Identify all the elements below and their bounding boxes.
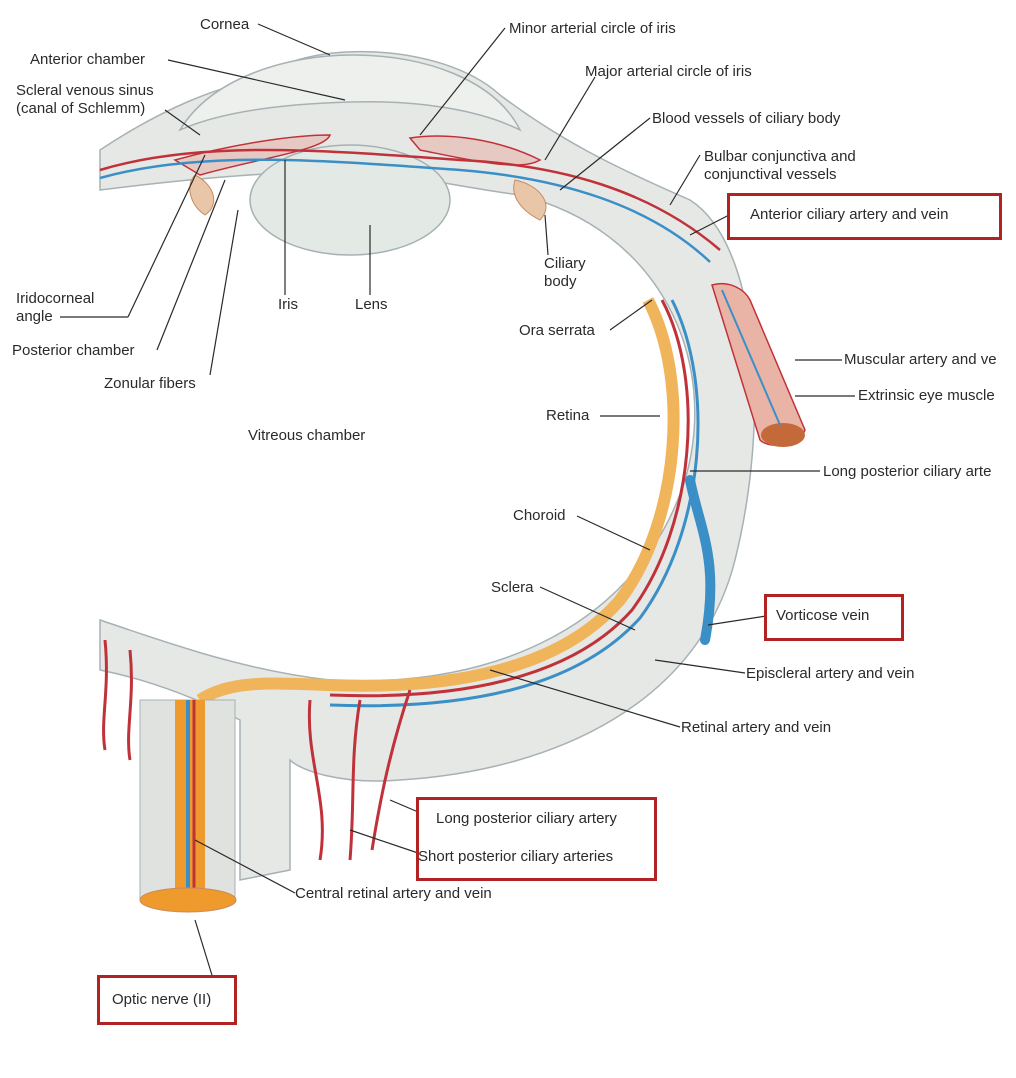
label-iridocorneal-line1: Iridocorneal	[16, 290, 95, 307]
ciliary-body-right	[513, 179, 547, 221]
label-extrinsic-eye-muscle: Extrinsic eye muscle	[858, 387, 995, 404]
label-zonular-fibers: Zonular fibers	[104, 375, 196, 392]
sclera-wall	[99, 50, 756, 881]
anterior-vein	[99, 158, 711, 263]
posterior-ciliary-2	[348, 699, 362, 861]
label-central-retinal: Central retinal artery and vein	[295, 885, 492, 902]
label-long-posterior-ciliary-boxed: Long posterior ciliary artery	[436, 810, 617, 827]
choroid-vein	[329, 299, 700, 708]
label-retinal-artery: Retinal artery and vein	[681, 719, 832, 736]
label-optic-nerve-boxed: Optic nerve (II)	[97, 975, 237, 1025]
label-iridocorneal-line2: angle	[16, 308, 53, 325]
label-vitreous-chamber: Vitreous chamber	[248, 427, 366, 444]
label-minor-arterial-circle: Minor arterial circle of iris	[509, 20, 676, 37]
label-bulbar-conjunctiva-line1: Bulbar conjunctiva and	[704, 148, 856, 165]
label-blood-vessels-ciliary: Blood vessels of ciliary body	[652, 110, 841, 127]
label-muscular-artery: Muscular artery and ve	[844, 351, 997, 368]
label-bulbar-conjunctiva-line2: conjunctival vessels	[704, 166, 837, 183]
optic-nerve-end	[139, 887, 237, 913]
label-retina: Retina	[546, 407, 590, 424]
label-scleral-venous-sinus-line2: (canal of Schlemm)	[16, 100, 146, 117]
posterior-ciliary-left-2	[127, 649, 133, 761]
label-anterior-chamber: Anterior chamber	[30, 51, 146, 68]
muscle-vessel	[721, 289, 781, 426]
anterior-artery	[99, 148, 721, 251]
extrinsic-muscle	[711, 283, 806, 446]
label-ciliary-body-line1: Ciliary	[544, 255, 586, 272]
iris-right	[408, 135, 542, 166]
label-ora-serrata: Ora serrata	[519, 322, 595, 339]
cornea-shape	[178, 54, 522, 132]
label-scleral-venous-sinus-line1: Scleral venous sinus	[16, 82, 154, 99]
posterior-ciliary-1	[307, 699, 324, 861]
label-cornea: Cornea	[200, 16, 250, 33]
posterior-ciliary-left-1	[102, 639, 108, 751]
label-anterior-ciliary-boxed: Anterior ciliary artery and vein	[727, 193, 1002, 240]
label-vorticose-vein-boxed: Vorticose vein	[764, 594, 904, 641]
label-posterior-chamber: Posterior chamber	[12, 342, 135, 359]
choroid-artery	[329, 299, 690, 698]
lens-shape	[249, 144, 451, 256]
label-lens: Lens	[355, 296, 388, 313]
label-choroid: Choroid	[513, 507, 566, 524]
retina-band	[196, 297, 680, 706]
label-sclera: Sclera	[491, 579, 534, 596]
label-major-arterial-circle: Major arterial circle of iris	[585, 63, 752, 80]
label-episcleral: Episcleral artery and vein	[746, 665, 915, 682]
label-iris: Iris	[278, 296, 298, 313]
vorticose-vein-shape	[685, 475, 716, 645]
posterior-ciliary-3	[370, 689, 412, 851]
leader-lines	[60, 23, 855, 986]
muscle-cut	[761, 423, 805, 447]
label-short-posterior-ciliary: Short posterior ciliary arteries	[418, 848, 614, 865]
label-long-posterior-ciliary-right: Long posterior ciliary arte	[823, 463, 992, 480]
posterior-ciliary-highlight-box	[416, 797, 657, 881]
ciliary-body-left	[189, 174, 215, 216]
iris-left	[173, 134, 332, 176]
label-ciliary-body-line2: body	[544, 273, 577, 290]
